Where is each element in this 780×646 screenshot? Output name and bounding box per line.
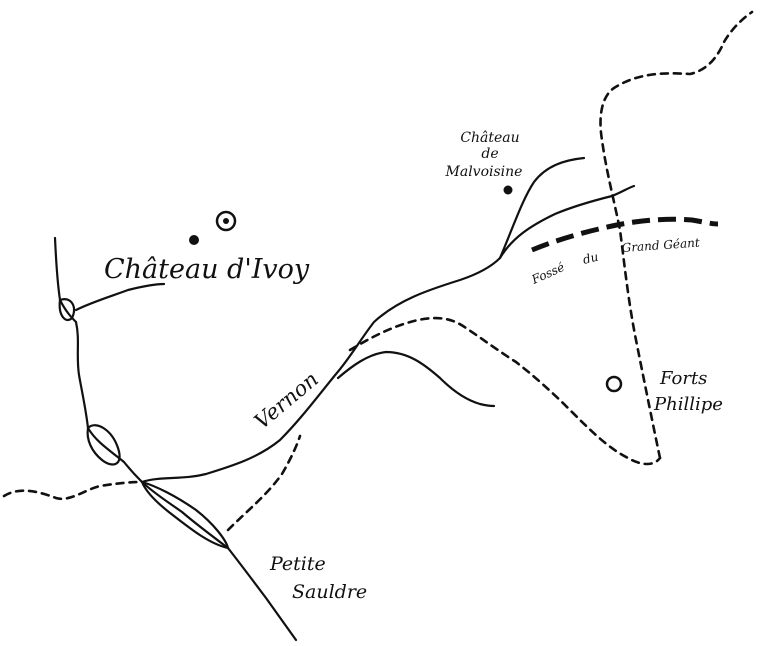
label-chateau-ivoy: Château d'Ivoy — [104, 254, 310, 285]
label-vernon: Vernon — [250, 367, 323, 434]
label-fosse-3: Grand Géant — [621, 236, 700, 255]
chateau-malvoisine-dot-marker — [503, 185, 513, 195]
canal-fosse-du-grand-geant — [531, 216, 719, 253]
river-southeast-branch — [336, 350, 496, 408]
road-south — [226, 434, 302, 532]
label-petite-sauldre-2: Sauldre — [292, 581, 367, 603]
road-north-south — [599, 10, 754, 460]
label-petite-sauldre-1: Petite — [269, 553, 326, 575]
river-western-branch — [74, 282, 166, 312]
label-chateau-malvoisine-1: Château — [460, 130, 519, 146]
chateau-ivoy-dot-marker — [189, 235, 199, 245]
label-fosse-1: Fossé — [529, 260, 567, 287]
label-chateau-malvoisine-3: Malvoisine — [445, 164, 523, 180]
label-fosse-2: du — [581, 250, 599, 267]
forts-phillipe-open-circle-marker — [605, 375, 623, 393]
chateau-ivoy-circle-center — [223, 218, 229, 224]
river-loop-middle — [86, 424, 121, 466]
river-loop-upper — [58, 298, 76, 322]
label-chateau-malvoisine-2: de — [481, 146, 498, 162]
road-western — [2, 480, 144, 501]
label-forts-1: Forts — [659, 368, 707, 389]
road-eastern — [348, 316, 662, 466]
chateau-ivoy-circle-marker — [215, 210, 237, 232]
river-malvoisine-branch — [498, 156, 586, 260]
river-loop-lower — [140, 480, 230, 550]
label-forts-2: Phillipe — [653, 394, 723, 415]
